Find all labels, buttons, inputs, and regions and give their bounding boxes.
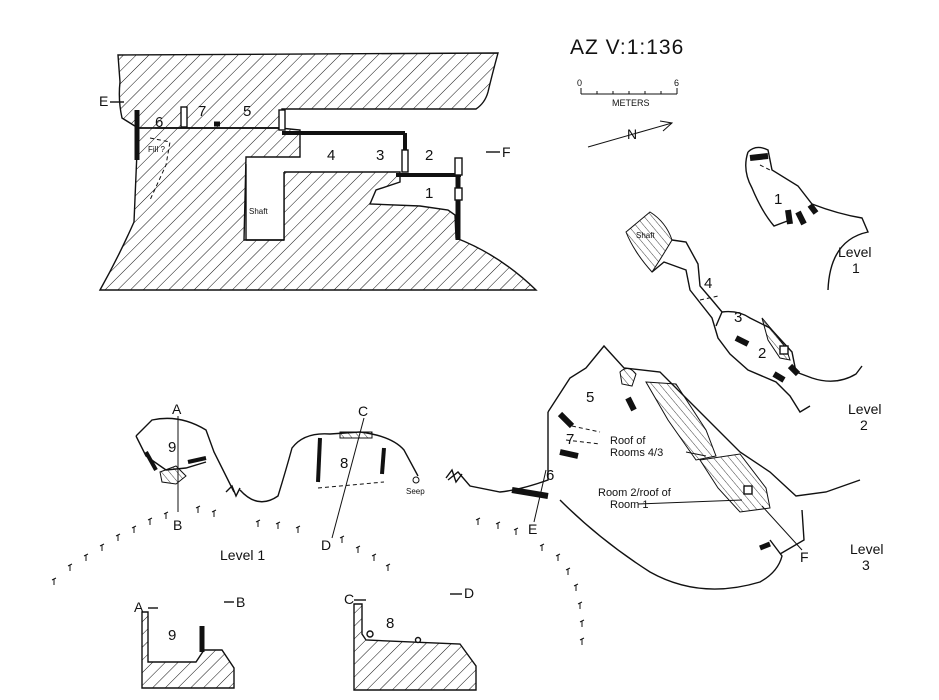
level1-room-8: 8 [340, 455, 348, 472]
seep-label: Seep [406, 487, 425, 496]
section-ab: A B 9 [134, 594, 245, 689]
section-room-4: 4 [327, 147, 335, 164]
level2-shaft-label: Shaft [636, 231, 655, 240]
room2-label-1: Room 2/roof of [598, 487, 672, 499]
level2-label-1: Level [848, 401, 881, 417]
shaft-plan [625, 211, 673, 273]
section-f-label: F [502, 144, 511, 160]
room2-label-2: Room 1 [610, 499, 649, 511]
level3-cut-f: F [800, 549, 809, 565]
level1-room-9: 9 [168, 439, 176, 456]
section-cd: C D 8 [344, 585, 477, 691]
roof-43-label-1: Roof of [610, 435, 646, 447]
scale-min: 0 [577, 78, 582, 88]
shaft [246, 164, 284, 239]
section-b-label: B [236, 594, 245, 610]
plan-level3: 5 7 6 E F Roof of Rooms 4/3 Room 2/roof … [447, 344, 883, 590]
level3-cut-e: E [528, 521, 537, 537]
upper-room-1: 1 [774, 191, 782, 208]
roof-room-2 [699, 453, 771, 513]
level1-lower-label: Level 1 [220, 547, 265, 563]
section-room-7: 7 [198, 103, 206, 120]
scale-bar: 0 6 METERS [577, 78, 679, 108]
partition-5 [278, 109, 286, 131]
roof-rooms-4-3 [645, 381, 717, 461]
section-shaft-label: Shaft [249, 207, 268, 216]
section-room-5: 5 [243, 103, 251, 120]
level2-room-2: 2 [758, 345, 766, 362]
partition-2-top [454, 157, 463, 176]
section-room-2: 2 [425, 147, 433, 164]
north-arrow: N [587, 120, 674, 148]
section-room-1: 1 [425, 185, 433, 202]
rock-upper [117, 52, 499, 129]
section-room-3: 3 [376, 147, 384, 164]
partition-2-mid [454, 187, 463, 201]
level2-room-3: 3 [734, 309, 742, 326]
north-label: N [627, 126, 637, 142]
level1-cut-c: C [358, 403, 368, 419]
section-c-label: C [344, 591, 354, 607]
plan-level2: Shaft 4 3 2 Level 2 [625, 211, 881, 433]
level2-label-2: 2 [860, 417, 868, 433]
scale-unit: METERS [612, 98, 650, 108]
level3-room-6: 6 [546, 467, 554, 484]
section-a-label: A [134, 599, 144, 615]
section-room-6: 6 [155, 114, 163, 131]
rock-lower [98, 127, 538, 291]
site-title: AZ V:1:136 [570, 36, 684, 59]
level3-label-2: 3 [862, 557, 870, 573]
section-room-8: 8 [386, 615, 394, 632]
roof-43-label-2: Rooms 4/3 [610, 447, 663, 459]
cliff-edge-ticks [51, 505, 585, 645]
level1-upper-label-1: Level [838, 244, 871, 260]
level3-label-1: Level [850, 541, 883, 557]
partition-6-7 [180, 106, 188, 128]
level1-cut-a: A [172, 401, 182, 417]
level2-room-4: 4 [704, 275, 712, 292]
level3-room-5: 5 [586, 389, 594, 406]
level1-upper-label-2: 1 [852, 260, 860, 276]
level1-cut-b: B [173, 517, 182, 533]
section-room-9: 9 [168, 627, 176, 644]
section-e-label: E [99, 93, 108, 109]
section-d-label: D [464, 585, 474, 601]
plan-level1-lower: A B C D 9 8 Seep Level 1 [51, 401, 585, 645]
level3-room-7: 7 [566, 431, 574, 448]
plan-level1-upper: 1 Level 1 [745, 146, 871, 291]
scale-max: 6 [674, 78, 679, 88]
section-ef: E F 6 7 5 4 3 2 1 Fill ? Shaft [98, 52, 538, 291]
partition-3-2 [401, 149, 409, 173]
level1-cut-d: D [321, 537, 331, 553]
fill-label: Fill ? [148, 145, 165, 154]
